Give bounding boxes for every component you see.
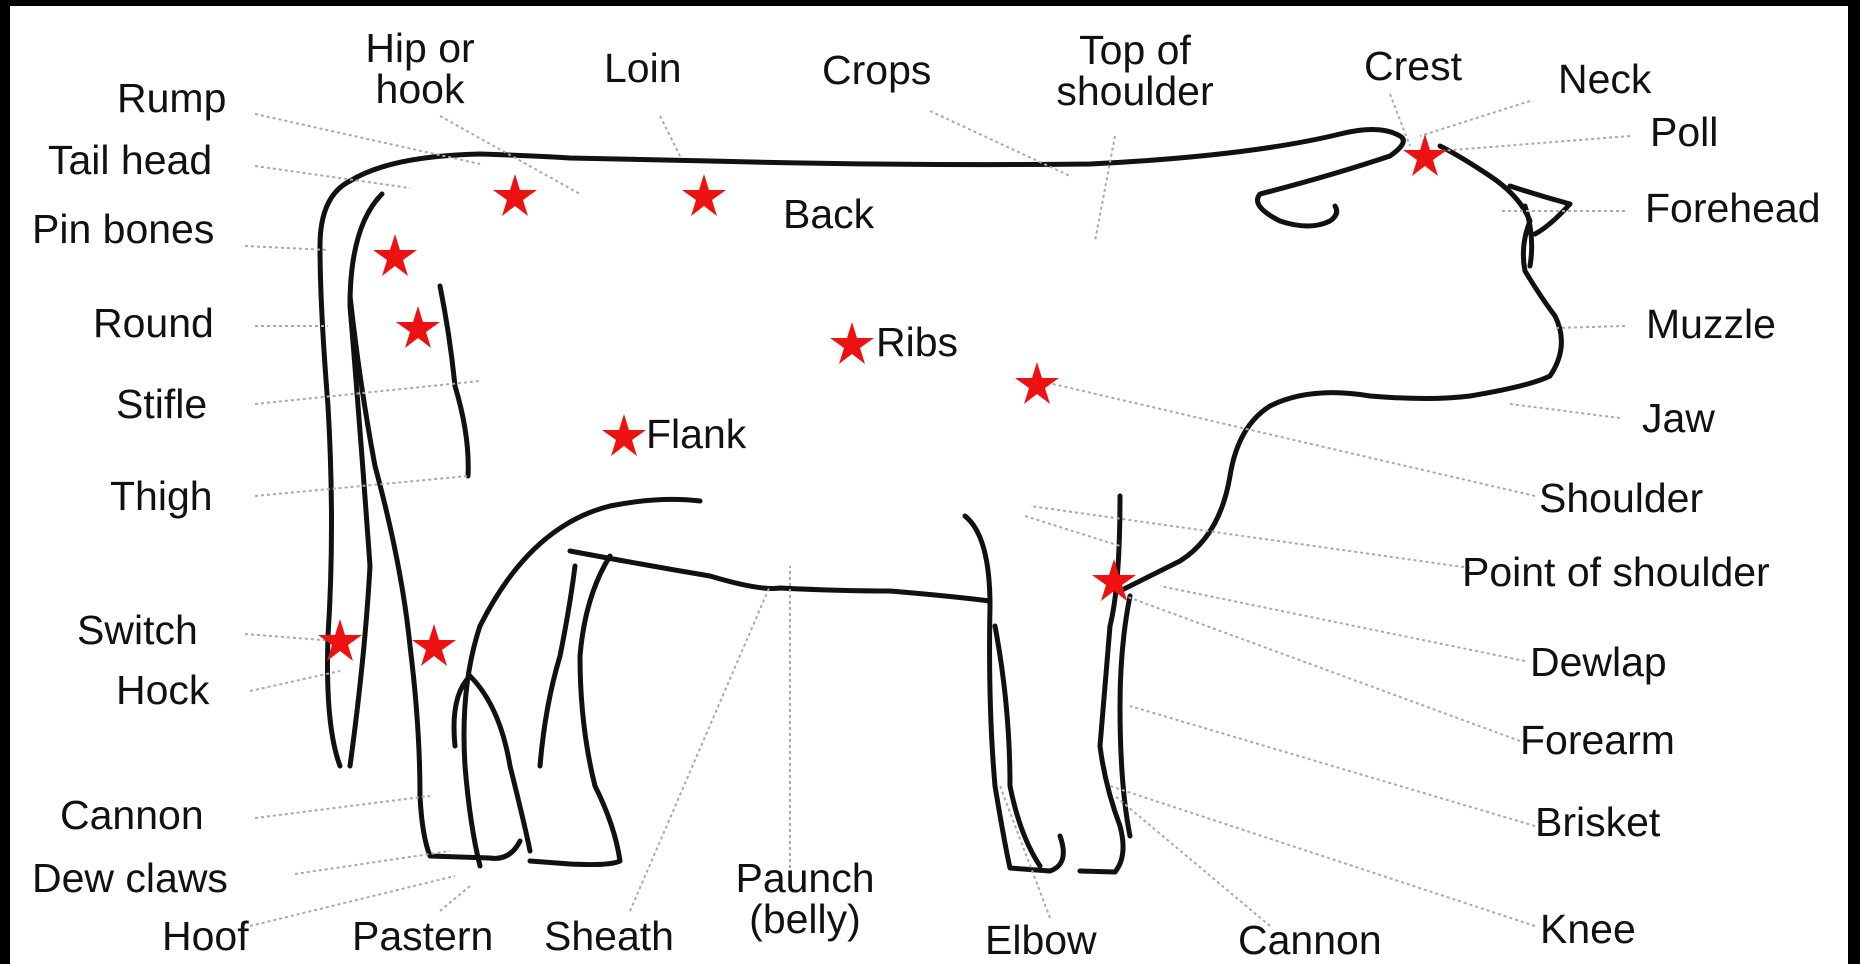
label-loin: Loin: [604, 48, 682, 89]
label-forehead: Forehead: [1645, 188, 1821, 229]
label-tail-head: Tail head: [48, 140, 212, 181]
label-hock: Hock: [116, 670, 209, 711]
label-pin-bones: Pin bones: [32, 209, 214, 250]
label-flank: Flank: [646, 414, 746, 455]
diagram-canvas: Rump Tail head Pin bones Round Stifle Th…: [10, 6, 1848, 964]
label-thigh: Thigh: [110, 476, 213, 517]
label-elbow: Elbow: [985, 920, 1097, 961]
star-icon: [1015, 362, 1059, 404]
star-icon: [493, 174, 537, 216]
label-crest: Crest: [1364, 46, 1462, 87]
star-icon: [396, 306, 440, 348]
label-hoof: Hoof: [162, 916, 249, 957]
star-icon: [830, 322, 874, 364]
leader-lines: [245, 94, 1630, 926]
label-shoulder: Shoulder: [1539, 478, 1703, 519]
label-dew-claws: Dew claws: [32, 858, 228, 899]
label-brisket: Brisket: [1535, 802, 1660, 843]
label-hip-line2: hook: [335, 69, 505, 110]
label-point-of-shoulder: Point of shoulder: [1462, 552, 1770, 593]
label-pastern: Pastern: [352, 916, 493, 957]
label-paunch-line2: (belly): [705, 899, 905, 940]
label-round: Round: [93, 303, 214, 344]
label-switch: Switch: [77, 610, 198, 651]
label-sheath: Sheath: [544, 916, 674, 957]
star-icon: [412, 624, 456, 666]
label-rump: Rump: [117, 78, 226, 119]
label-forearm: Forearm: [1520, 720, 1675, 761]
label-top-shoulder-line1: Top of: [1035, 30, 1235, 71]
label-cannon-front: Cannon: [1238, 920, 1382, 961]
label-jaw: Jaw: [1642, 398, 1715, 439]
star-icon: [1403, 134, 1447, 176]
label-poll: Poll: [1650, 112, 1718, 153]
label-back: Back: [783, 194, 874, 235]
label-neck: Neck: [1558, 59, 1651, 100]
label-top-shoulder-line2: shoulder: [1035, 71, 1235, 112]
cow-outline: [320, 129, 1570, 872]
label-hip-line1: Hip or: [335, 28, 505, 69]
label-crops: Crops: [822, 50, 931, 91]
label-knee: Knee: [1540, 909, 1636, 950]
label-paunch-line1: Paunch: [705, 858, 905, 899]
star-icon: [682, 174, 726, 216]
label-ribs: Ribs: [876, 322, 958, 363]
label-hip-or-hook: Hip or hook: [335, 28, 505, 110]
label-dewlap: Dewlap: [1530, 642, 1667, 683]
label-stifle: Stifle: [116, 384, 207, 425]
star-icon: [373, 234, 417, 276]
star-icon: [602, 414, 646, 456]
label-muzzle: Muzzle: [1646, 304, 1776, 345]
label-cannon-hind: Cannon: [60, 795, 204, 836]
label-top-of-shoulder: Top of shoulder: [1035, 30, 1235, 112]
label-paunch-belly: Paunch (belly): [705, 858, 905, 940]
